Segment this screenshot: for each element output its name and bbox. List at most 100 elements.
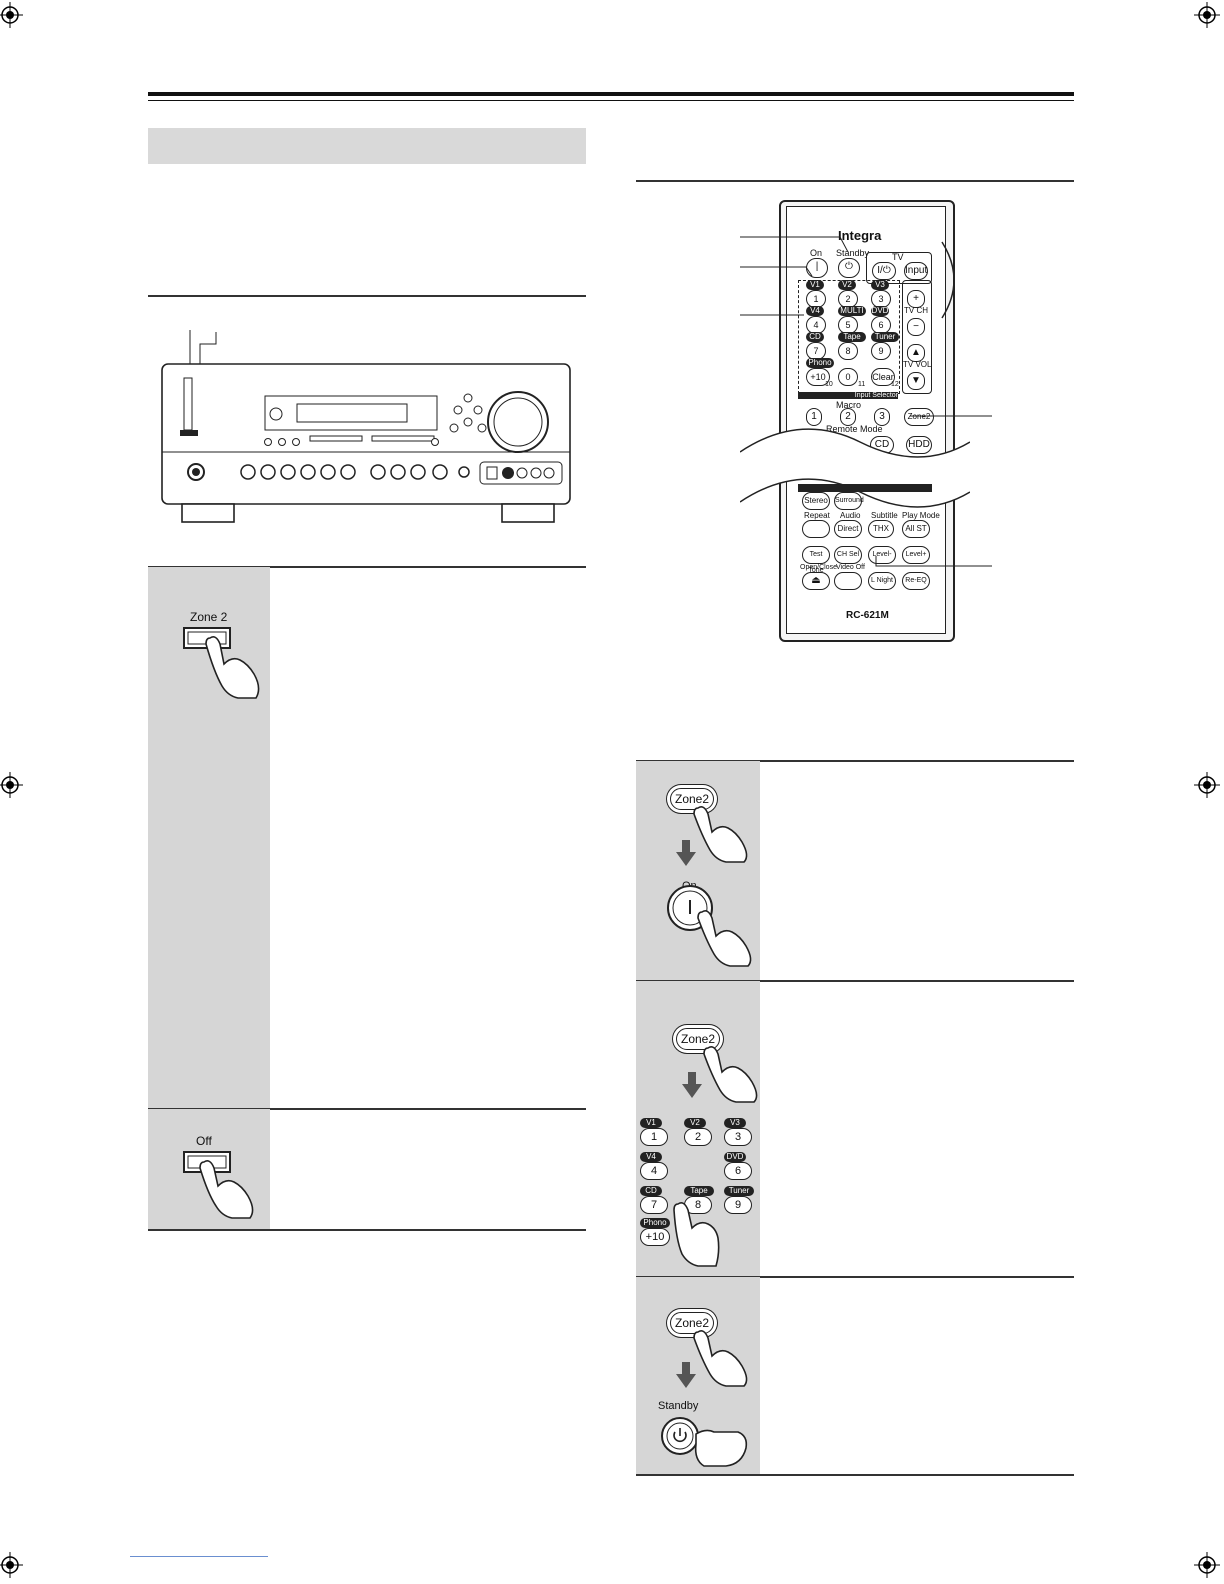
keypad-press-hand-illustration xyxy=(673,1202,720,1267)
remote-ch-sel-button[interactable]: CH Sel xyxy=(834,546,862,564)
remote-keypad-tag: V4 xyxy=(806,306,824,316)
remote-standby-label: Standby xyxy=(836,248,870,258)
remote-macro-3-button[interactable]: 3 xyxy=(874,408,890,426)
step-keypad-button: 6 xyxy=(724,1162,752,1180)
remote-video-off-label: Video Off xyxy=(836,564,865,571)
remote-stereo-button[interactable]: Stereo xyxy=(802,492,830,510)
step-keypad-tag: V4 xyxy=(640,1152,662,1162)
remote-repeat-label: Repeat xyxy=(804,511,830,520)
footer-link-underline xyxy=(130,1556,268,1557)
step-keypad-tag: Tuner xyxy=(724,1186,754,1196)
remote-hdd-mode-button[interactable]: HDD xyxy=(906,436,932,454)
remote-on-glyph: | xyxy=(815,261,819,272)
remote-repeat-button[interactable] xyxy=(802,520,830,538)
step-keypad-tag: Phono xyxy=(640,1218,670,1228)
remote-open-close-label: Open/Close xyxy=(800,564,837,571)
remote-level-plus-button[interactable]: Level+ xyxy=(902,546,930,564)
zone2-button-press-illustration xyxy=(183,627,260,699)
step-keypad-button: 1 xyxy=(640,1128,668,1146)
remote-direct-button[interactable]: Direct xyxy=(834,520,862,538)
remote-re-eq-button[interactable]: Re-EQ xyxy=(902,572,930,590)
step-keypad-button: 2 xyxy=(684,1128,712,1146)
remote-side-curve xyxy=(941,241,955,319)
remote-keypad-button[interactable]: Clear xyxy=(871,368,895,386)
remote-tv-power-button[interactable]: I/⏻ xyxy=(872,262,896,280)
step-keypad-tag: DVD xyxy=(724,1152,746,1162)
remote-tv-label: TV xyxy=(892,252,904,262)
step-keypad-tag: V2 xyxy=(684,1118,706,1128)
remote-surround-button[interactable]: Surround xyxy=(834,492,864,510)
remote-brand-logo: Integra xyxy=(838,228,882,243)
remote-l-night-button[interactable]: L Night xyxy=(868,572,896,590)
registration-mark-icon xyxy=(1194,772,1220,798)
zone2-button-icon: Zone2 xyxy=(676,1028,720,1050)
remote-play-mode-label: Play Mode xyxy=(902,511,940,520)
step-keypad-tag: Tape xyxy=(684,1186,714,1196)
remote-callout-lines xyxy=(740,236,992,567)
header-rule-thin xyxy=(148,100,1074,101)
remote-level-minus-button[interactable]: Level- xyxy=(868,546,896,564)
step-divider xyxy=(636,760,1074,762)
remote-tv-ch-vol-group xyxy=(902,280,932,394)
remote-test-tone-button[interactable]: Test Tone xyxy=(802,546,830,574)
step-keypad-button: 9 xyxy=(724,1196,752,1214)
remote-macro-label: Macro xyxy=(836,400,862,410)
remote-keypad-button[interactable]: 0 xyxy=(838,368,858,386)
standby-button-label: Standby xyxy=(658,1400,699,1412)
remote-keypad-tag: V1 xyxy=(806,280,824,290)
remote-open-close-button[interactable]: ⏏ xyxy=(802,572,830,590)
step-divider xyxy=(148,1229,586,1231)
remote-sub-number: 11 xyxy=(858,381,866,388)
remote-keypad-button[interactable]: +10 xyxy=(806,368,830,386)
remote-sub-number: 12 xyxy=(891,381,899,388)
remote-keypad-tag: V3 xyxy=(871,280,889,290)
step-divider xyxy=(148,566,586,568)
remote-lower-band xyxy=(798,484,932,492)
step-1-illustration-panel xyxy=(148,567,270,1108)
remote-keypad-button[interactable]: 8 xyxy=(838,342,858,360)
remote-keypad-tag: DVD xyxy=(871,306,889,316)
registration-mark-icon xyxy=(0,2,23,28)
off-button-press-illustration xyxy=(183,1151,254,1219)
remote-thx-button[interactable]: THX xyxy=(868,520,894,538)
remote-keypad-tag: CD xyxy=(806,332,824,342)
eject-icon: ⏏ xyxy=(811,575,821,586)
remote-on-label: On xyxy=(810,248,823,258)
remote-tv-input-button[interactable]: Input xyxy=(904,262,928,280)
step-divider xyxy=(636,980,1074,982)
remote-tv-vol-up-button[interactable]: ▲ xyxy=(907,344,925,362)
step-keypad-button: 4 xyxy=(640,1162,668,1180)
power-icon: ⏻ xyxy=(845,261,853,272)
zone2-button-icon: Zone2 xyxy=(670,1312,714,1334)
zone2-then-standby-press-illustration xyxy=(661,1330,748,1467)
remote-video-off-button[interactable] xyxy=(834,572,862,590)
remote-sub-number: 10 xyxy=(825,381,833,388)
registration-mark-icon xyxy=(1194,2,1220,28)
remote-macro-1-button[interactable]: 1 xyxy=(806,408,822,426)
step-divider xyxy=(636,1276,1074,1278)
remote-tv-ch-down-button[interactable]: − xyxy=(907,318,925,336)
remote-keypad-button[interactable]: 9 xyxy=(871,342,891,360)
subsection-rule-right xyxy=(636,180,1074,182)
remote-model-name: RC-621M xyxy=(846,610,889,621)
remote-tv-vol-down-button[interactable]: ▼ xyxy=(907,372,925,390)
remote-keypad-tag: Tape xyxy=(838,332,866,342)
step-keypad-button: 8 xyxy=(684,1196,712,1214)
step-keypad-button: +10 xyxy=(640,1228,670,1246)
zone2-press-illustration xyxy=(682,1046,758,1103)
step-keypad-tag: V3 xyxy=(724,1118,746,1128)
step-divider xyxy=(148,1108,586,1110)
step-divider xyxy=(636,1474,1074,1476)
zone2-button-label: Zone 2 xyxy=(190,610,228,624)
receiver-front-panel-illustration xyxy=(161,330,571,523)
remote-tv-ch-up-button[interactable]: + xyxy=(907,290,925,308)
remote-macro-2-button[interactable]: 2 xyxy=(840,408,856,426)
off-button-label: Off xyxy=(196,1134,212,1148)
registration-mark-icon xyxy=(0,772,23,798)
remote-all-st-button[interactable]: All ST xyxy=(902,520,930,538)
remote-standby-button[interactable]: ⏻ xyxy=(838,258,860,278)
header-rule-thick xyxy=(148,92,1074,96)
remote-tv-ch-label: TV CH xyxy=(904,306,928,315)
step-keypad-tag: V1 xyxy=(640,1118,662,1128)
section-title-bar xyxy=(148,128,586,164)
